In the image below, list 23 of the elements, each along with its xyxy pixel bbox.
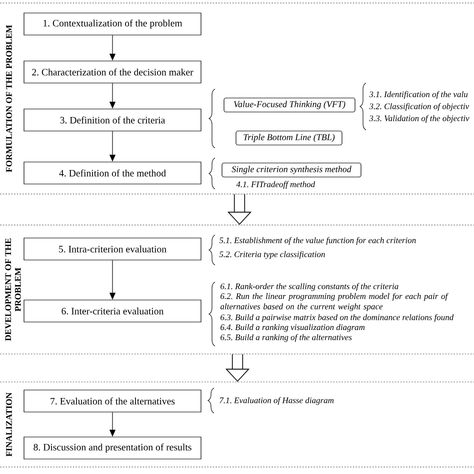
substep-text: 6.1. Rank-order the scalling constants of the criteria (220, 283, 398, 291)
process-box: 5. Intra-criterion evaluation (24, 238, 202, 260)
substep-text: 4.1. FITradeoff method (236, 181, 316, 189)
substep-text: 5.1. Establishment of the value function for each criterion (219, 237, 416, 245)
substep-text: 7.1. Evaluation of Hasse diagram (220, 397, 334, 405)
substep-text: 3.1. Identification of the valu (369, 91, 468, 99)
substep-text: 6.3. Build a pairwise matrix based on the dominance relations found (220, 314, 454, 322)
method-box: Value-Focused Thinking (VFT) (224, 98, 356, 112)
process-box: 6. Inter-criteria evaluation (24, 300, 202, 322)
process-box: 2. Characterization of the decision maker (24, 60, 202, 84)
method-box: Triple Bottom Line (TBL) (236, 130, 342, 146)
substep-text: 6.2. Run the linear programming problem model for each pair of alternatives based on the current weight space (220, 292, 449, 312)
process-box: 4. Definition of the method (24, 162, 202, 184)
process-box: 8. Discussion and presentation of results (24, 436, 202, 460)
process-box: 3. Definition of the criteria (24, 108, 202, 132)
process-box: 7. Evaluation of the alternatives (24, 390, 202, 412)
substep-text: 3.3. Validation of the objectiv (369, 115, 470, 123)
process-box: 1. Contextualization of the problem (24, 12, 202, 36)
substep-text: 6.5. Build a ranking of the alternatives (220, 334, 352, 342)
substep-text: 5.2. Criteria type classification (219, 251, 325, 259)
substep-text: 3.2. Classification of objectiv (369, 103, 470, 111)
substep-text: 6.4. Build a ranking visualization diagram (220, 324, 365, 332)
method-box: Single criterion synthesis method (222, 162, 362, 178)
